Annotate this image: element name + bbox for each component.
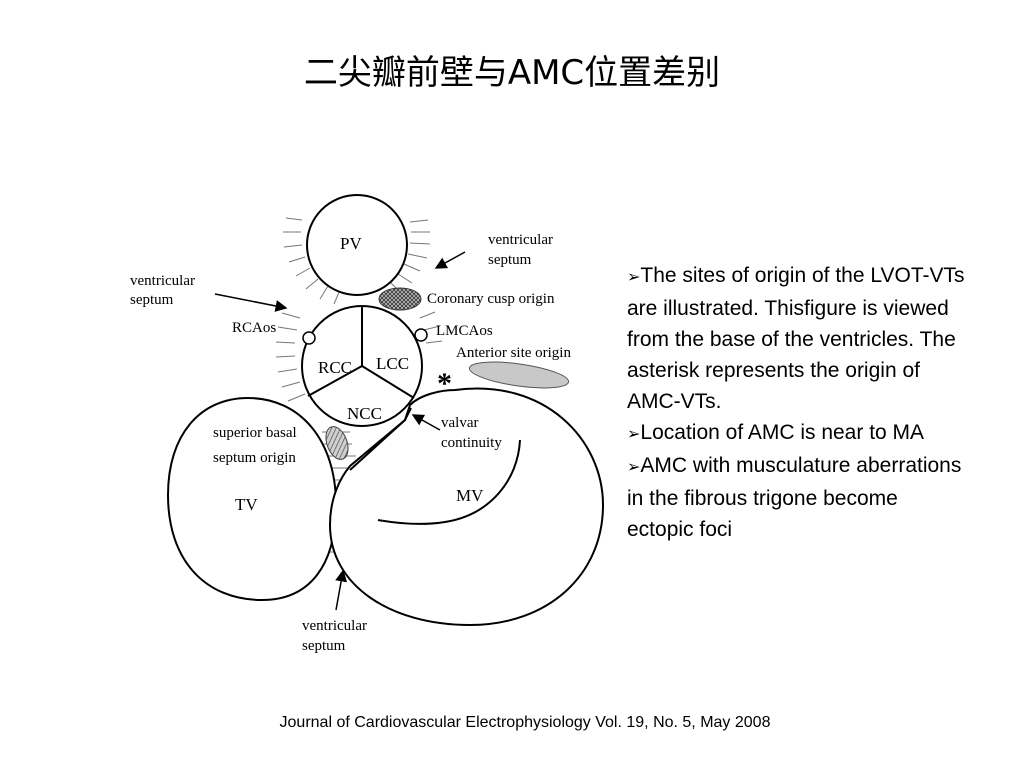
- valvar-continuity-label-line1: valvar: [441, 415, 478, 431]
- mv-label: MV: [456, 486, 484, 505]
- superior-basal-label-line2: septum origin: [213, 450, 296, 466]
- valvar-continuity-line: [349, 407, 412, 471]
- rcc-label: RCC: [318, 358, 352, 377]
- coronary-cusp-origin-label: Coronary cusp origin: [427, 291, 555, 307]
- superior-basal-septum-origin-site: [325, 426, 349, 460]
- mitral-valve: [328, 387, 605, 627]
- ventricular-septum-bottom-label-line2: septum: [302, 638, 346, 654]
- pulmonary-valve: [306, 194, 408, 296]
- ventricular-septum-left-label-line1: ventricular: [130, 273, 195, 289]
- anterior-site-origin-label: Anterior site origin: [456, 345, 571, 361]
- note-text: The sites of origin of the LVOT-VTs are …: [627, 264, 965, 413]
- ventricular-septum-bottom-label-line1: ventricular: [302, 618, 367, 634]
- note-item: ➢Location of AMC is near to MA: [627, 417, 967, 450]
- arrow-valvar-continuity: [411, 414, 441, 431]
- lmca-ostium-marker: [414, 328, 428, 342]
- lcc-label: LCC: [376, 354, 409, 373]
- amc-origin-asterisk: *: [437, 367, 452, 400]
- mitral-leaflet-line: [377, 439, 521, 525]
- rcaos-label: RCAos: [232, 320, 276, 336]
- lmcaos-label: LMCAos: [436, 323, 493, 339]
- tricuspid-valve: [166, 396, 338, 602]
- arrowhead-bullet-icon: ➢: [627, 269, 641, 286]
- arrow-left-septum: [214, 293, 288, 312]
- arrowhead-bullet-icon: ➢: [627, 426, 641, 443]
- superior-basal-label-line1: superior basal: [213, 425, 297, 441]
- arrowhead-bullet-icon: ➢: [627, 459, 641, 476]
- note-item: ➢AMC with musculature aberrations in the…: [627, 450, 967, 545]
- anterior-site-origin-marker: [468, 361, 570, 389]
- lvot-origin-diagram: PV TV MV RCC LCC NCC RCAos LMCAos * vent…: [130, 194, 605, 654]
- citation: Journal of Cardiovascular Electrophysiol…: [279, 714, 771, 731]
- tv-label: TV: [235, 495, 258, 514]
- note-text: Location of AMC is near to MA: [640, 421, 925, 444]
- ventricular-septum-left-label-line2: septum: [130, 292, 174, 308]
- valvar-continuity-label-line2: continuity: [441, 435, 502, 451]
- arrow-bottom-septum: [335, 569, 348, 611]
- pv-label: PV: [340, 234, 362, 253]
- slide-title: 二尖瓣前壁与AMC位置差别: [303, 53, 721, 93]
- ventricular-septum-top-label-line2: septum: [488, 252, 532, 268]
- note-item: ➢The sites of origin of the LVOT-VTs are…: [627, 260, 967, 417]
- rca-ostium-marker: [302, 331, 316, 345]
- coronary-cusp-origin-site: [378, 287, 422, 311]
- ncc-label: NCC: [347, 404, 382, 423]
- notes-list: ➢The sites of origin of the LVOT-VTs are…: [627, 260, 967, 545]
- arrow-top-septum: [434, 251, 466, 269]
- note-text: AMC with musculature aberrations in the …: [627, 454, 962, 541]
- ventricular-septum-top-label-line1: ventricular: [488, 232, 553, 248]
